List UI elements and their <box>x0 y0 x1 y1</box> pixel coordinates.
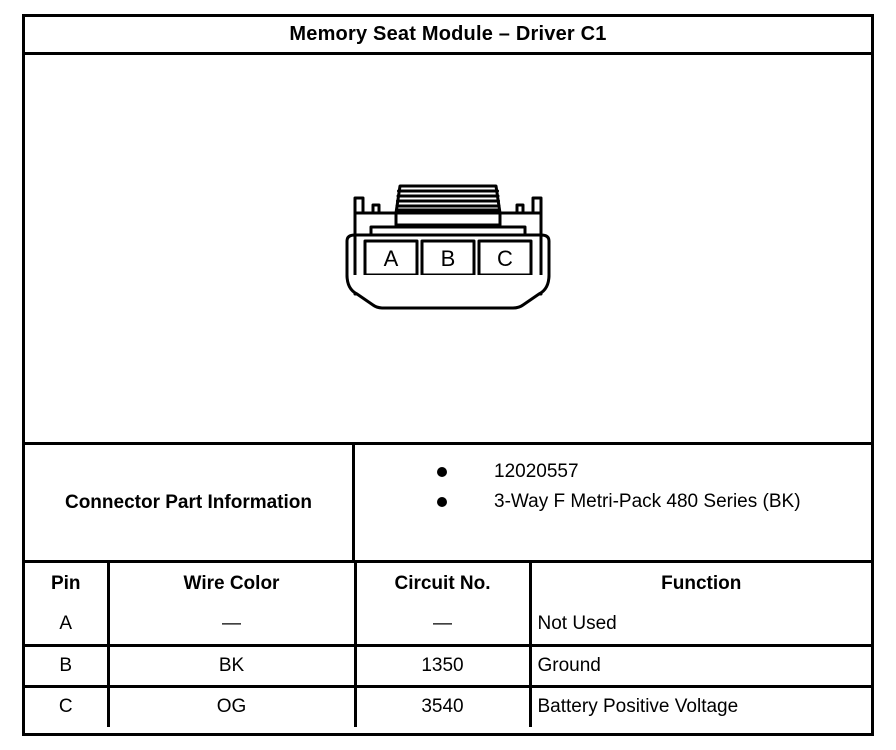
cell-function: Not Used <box>530 604 871 647</box>
cavity-a <box>363 239 419 277</box>
connector-bottom-skirt <box>345 273 551 310</box>
table-row: C OG 3540 Battery Positive Voltage <box>25 686 871 727</box>
connector-svg: A B C <box>345 184 551 310</box>
cell-circuit-no: 1350 <box>355 645 532 688</box>
part-information-label: Connector Part Information <box>64 491 312 513</box>
bullet-icon <box>437 467 447 477</box>
part-information-label-cell: Connector Part Information <box>25 445 355 560</box>
pin-assignment-table: Pin Wire Color Circuit No. Function A — … <box>25 563 871 727</box>
part-information-values-cell: 12020557 3-Way F Metri-Pack 480 Series (… <box>355 445 871 560</box>
cell-wire-color: BK <box>108 645 357 688</box>
cell-pin: A <box>25 604 110 647</box>
cavity-label-b: B <box>441 246 456 271</box>
part-number: 12020557 <box>494 461 579 482</box>
cell-wire-color: — <box>108 604 357 647</box>
column-header-wire-color: Wire Color <box>108 563 357 604</box>
cavity-label-a: A <box>384 246 399 271</box>
cell-circuit-no: 3540 <box>355 686 532 727</box>
column-header-function: Function <box>661 572 742 594</box>
sheet-title-bar: Memory Seat Module – Driver C1 <box>25 17 871 55</box>
cavity-label-c: C <box>497 246 513 271</box>
table-row: B BK 1350 Ground <box>25 645 871 688</box>
cell-pin: B <box>25 645 110 688</box>
connector-end-view-sheet: Memory Seat Module – Driver C1 <box>22 14 874 736</box>
connector-grille-base <box>394 211 502 227</box>
cavity-b <box>420 239 476 277</box>
cell-function: Ground <box>530 645 871 688</box>
cavity-c <box>477 239 533 277</box>
cell-wire-color: OG <box>108 686 357 727</box>
part-description: 3-Way F Metri-Pack 480 Series (BK) <box>494 491 801 512</box>
part-information-item: 3-Way F Metri-Pack 480 Series (BK) <box>355 487 871 517</box>
column-header-pin: Pin <box>25 563 110 604</box>
connector-illustration: A B C <box>343 183 553 311</box>
page-title: Memory Seat Module – Driver C1 <box>289 23 607 45</box>
connector-diagram-area: A B C <box>25 55 871 445</box>
connector-part-information-row: Connector Part Information 12020557 3-Wa… <box>25 445 871 563</box>
table-row: A — — Not Used <box>25 604 871 647</box>
bullet-icon <box>437 497 447 507</box>
table-header-row: Pin Wire Color Circuit No. Function <box>25 563 871 604</box>
part-information-item: 12020557 <box>355 457 871 487</box>
cell-circuit-no: — <box>355 604 532 647</box>
cell-function: Battery Positive Voltage <box>537 696 739 718</box>
cell-pin: C <box>25 686 110 727</box>
column-header-circuit-no: Circuit No. <box>355 563 532 604</box>
